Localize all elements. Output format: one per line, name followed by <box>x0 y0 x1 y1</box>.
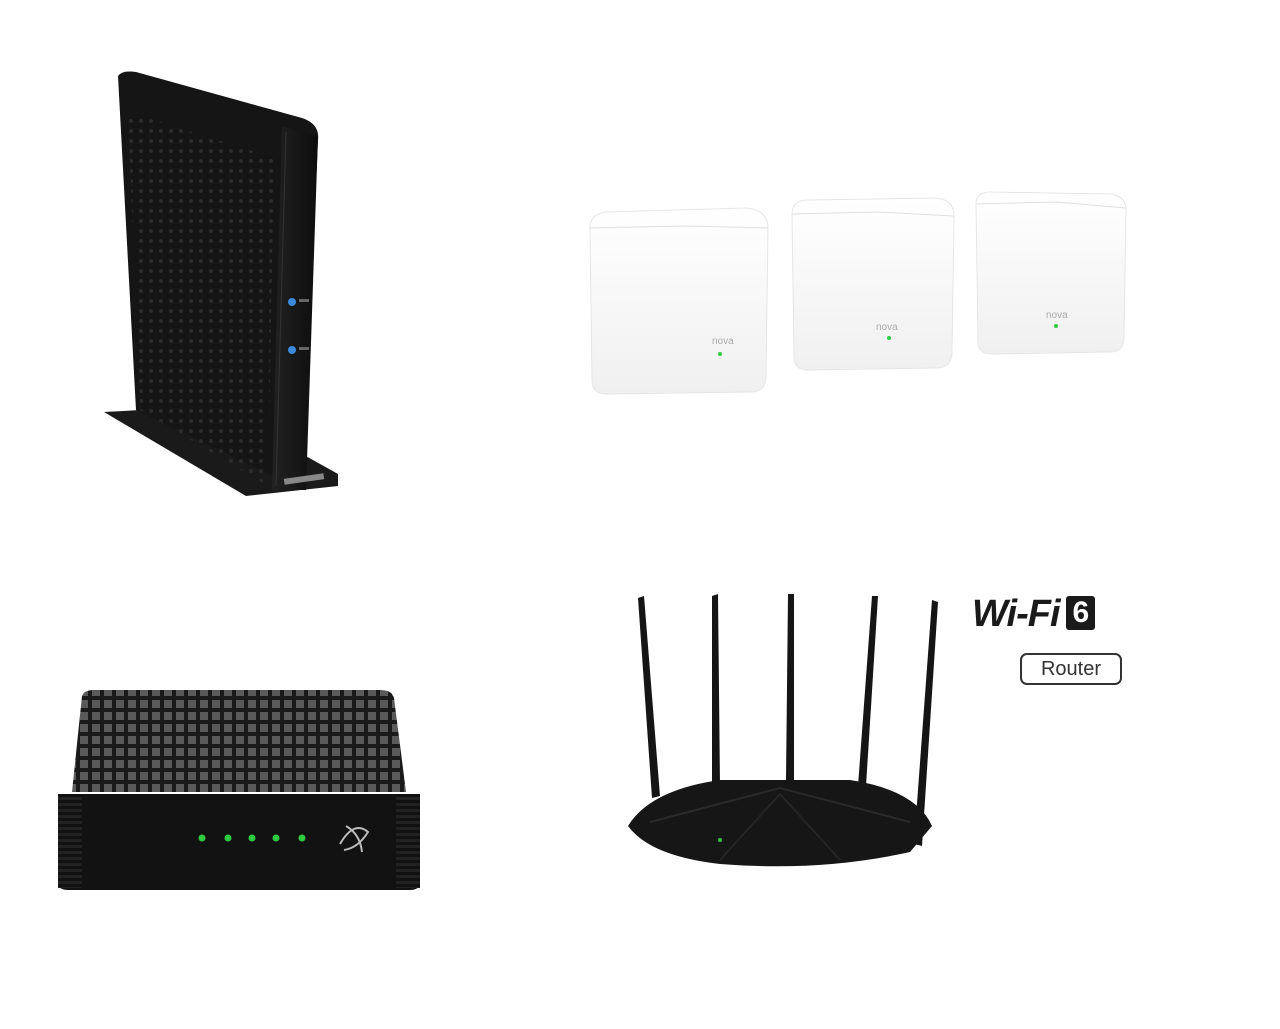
status-led <box>718 838 722 842</box>
router-body <box>628 780 932 867</box>
antenna <box>638 594 938 846</box>
wifi6-router-image <box>620 590 950 876</box>
svg-text:nova: nova <box>876 322 898 333</box>
wifi-six-badge: 6 <box>1065 596 1096 630</box>
gateway-box-image <box>54 686 424 892</box>
cable-modem-image <box>96 66 346 526</box>
status-led <box>248 834 256 842</box>
status-led <box>272 834 280 842</box>
mesh-system-image: nova nova nova <box>586 186 1134 400</box>
gateway-front <box>58 794 420 890</box>
status-led <box>298 834 306 842</box>
status-led <box>288 346 296 354</box>
svg-text:nova: nova <box>712 336 734 347</box>
status-led <box>288 298 296 306</box>
wifi-text: Wi-Fi <box>972 593 1061 635</box>
mesh-node: nova <box>589 207 769 395</box>
mesh-node: nova <box>791 197 955 371</box>
mesh-node: nova <box>975 191 1127 355</box>
status-led <box>198 834 206 842</box>
svg-text:nova: nova <box>1046 310 1068 321</box>
status-led <box>224 834 232 842</box>
brand-logo <box>339 825 370 853</box>
router-badge: Router <box>1020 653 1122 685</box>
